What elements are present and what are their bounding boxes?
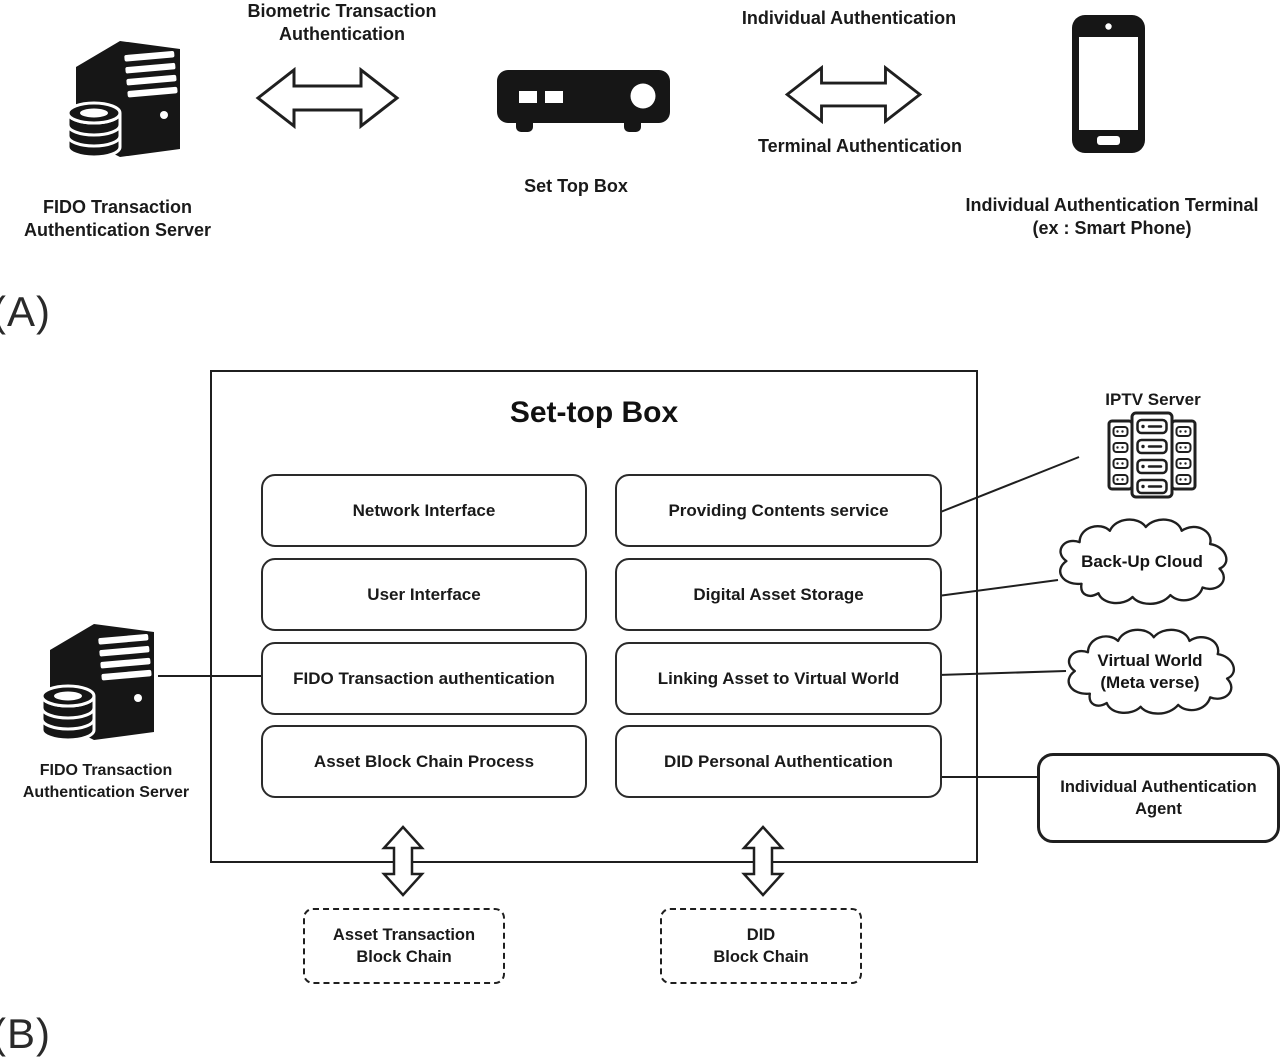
iptv-server-label-text: IPTV Server <box>1105 390 1201 409</box>
terminal-auth-label-text: Terminal Authentication <box>757 136 962 156</box>
module-network-interface: Network Interface <box>261 474 587 547</box>
module-fido-transaction-authentication: FIDO Transaction authentication <box>261 642 587 715</box>
individual-auth-label-text: Individual Authentication <box>741 8 957 28</box>
module-digital-asset-storage: Digital Asset Storage <box>615 558 942 631</box>
biometric-arrow-label-line1: Biometric Transaction <box>247 1 437 21</box>
double-horizontal-arrow-icon <box>785 66 922 123</box>
backup-cloud: Back-Up Cloud <box>1046 510 1238 614</box>
fido-server-label-b-line1: FIDO Transaction <box>39 762 173 779</box>
set-top-box-label-a: Set Top Box <box>495 175 657 198</box>
asset-transaction-blockchain-box: Asset Transaction Block Chain <box>303 908 505 984</box>
individual-auth-agent-line1: Individual Authentication <box>1060 778 1257 796</box>
terminal-auth-label: Terminal Authentication <box>740 135 980 158</box>
panel-a-label: (A) <box>0 288 51 335</box>
fido-server-label-a-line2: Authentication Server <box>23 220 212 240</box>
set-top-box-container: Set-top Box <box>210 370 978 863</box>
fido-server-label-b-line2: Authentication Server <box>22 784 190 801</box>
iptv-server-label: IPTV Server <box>1072 388 1234 411</box>
terminal-label-line1: Individual Authentication Terminal <box>965 195 1259 215</box>
set-top-box-icon <box>497 70 670 132</box>
double-vertical-arrow-icon <box>742 825 784 897</box>
virtual-world-cloud: Virtual World (Meta verse) <box>1056 618 1244 726</box>
server-tower-icon <box>40 622 156 742</box>
module-providing-contents-service: Providing Contents service <box>615 474 942 547</box>
fido-server-label-b: FIDO Transaction Authentication Server <box>0 760 212 804</box>
panel-b-label: (B) <box>0 1010 51 1057</box>
set-top-box-container-title: Set-top Box <box>509 396 679 429</box>
virtual-world-label: Virtual World (Meta verse) <box>1097 650 1202 694</box>
server-rack-icon <box>1107 411 1197 499</box>
terminal-label-line2: (ex : Smart Phone) <box>1032 218 1192 238</box>
biometric-arrow-label: Biometric Transaction Authentication <box>222 0 462 46</box>
individual-auth-agent-box: Individual Authentication Agent <box>1037 753 1280 843</box>
module-linking-asset-virtual-world: Linking Asset to Virtual World <box>615 642 942 715</box>
server-tower-icon <box>66 39 182 159</box>
module-asset-blockchain-process: Asset Block Chain Process <box>261 725 587 798</box>
fido-server-label-a-line1: FIDO Transaction <box>42 197 193 217</box>
asset-transaction-blockchain-line1: Asset Transaction <box>332 926 476 944</box>
biometric-arrow-label-line2: Authentication <box>279 24 405 44</box>
set-top-box-label-a-text: Set Top Box <box>524 176 628 196</box>
virtual-world-label-line1: Virtual World <box>1097 651 1203 670</box>
backup-cloud-label: Back-Up Cloud <box>1081 552 1203 571</box>
individual-auth-agent-line2: Agent <box>1135 800 1182 818</box>
did-blockchain-line1: DID <box>746 926 776 944</box>
double-vertical-arrow-icon <box>382 825 424 897</box>
module-user-interface: User Interface <box>261 558 587 631</box>
did-blockchain-box: DID Block Chain <box>660 908 862 984</box>
asset-transaction-blockchain-line2: Block Chain <box>356 948 452 966</box>
smartphone-icon <box>1072 15 1145 153</box>
individual-auth-label: Individual Authentication <box>714 7 984 30</box>
terminal-label: Individual Authentication Terminal (ex :… <box>942 194 1280 240</box>
did-blockchain-line2: Block Chain <box>713 948 809 966</box>
virtual-world-label-line2: (Meta verse) <box>1100 673 1200 692</box>
module-did-personal-authentication: DID Personal Authentication <box>615 725 942 798</box>
double-horizontal-arrow-icon <box>256 68 399 128</box>
fido-server-label-a: FIDO Transaction Authentication Server <box>5 196 230 242</box>
